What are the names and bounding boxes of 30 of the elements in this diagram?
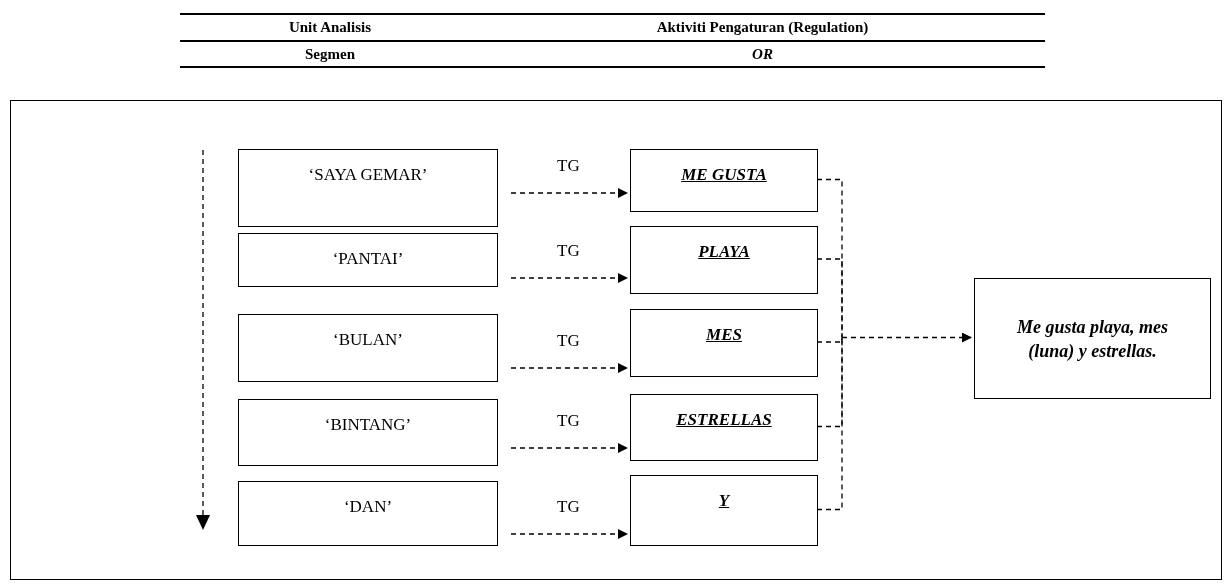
arrow xyxy=(510,188,628,198)
connector-line xyxy=(816,336,843,428)
table-cell-text: Segmen xyxy=(304,44,356,64)
word-box: ‘DAN’ xyxy=(238,481,498,546)
edge-label: TG xyxy=(555,412,582,429)
word-box: ‘BULAN’ xyxy=(238,314,498,382)
frame-box xyxy=(10,100,1222,580)
arrow xyxy=(841,332,972,343)
arrow xyxy=(510,273,628,283)
translation-box: Y xyxy=(630,475,818,546)
translation-box: ESTRELLAS xyxy=(630,394,818,461)
arrow xyxy=(510,363,628,373)
word-box: ‘SAYA GEMAR’ xyxy=(238,149,498,227)
result-box: Me gusta playa, mes (luna) y estrellas. xyxy=(974,278,1211,399)
arrow xyxy=(510,529,628,539)
word-box: ‘BINTANG’ xyxy=(238,399,498,466)
word-box: ‘PANTAI’ xyxy=(238,233,498,287)
arrow xyxy=(510,443,628,453)
translation-box: PLAYA xyxy=(630,226,818,294)
edge-label: TG xyxy=(555,498,582,515)
table-cell-text: Aktiviti Pengaturan (Regulation) xyxy=(655,18,870,37)
translation-box: ME GUSTA xyxy=(630,149,818,212)
table-cell-text: Unit Analisis xyxy=(287,18,373,37)
connector-line xyxy=(816,336,843,343)
edge-label: TG xyxy=(555,242,582,259)
connector-line xyxy=(816,258,843,339)
table-cell-text: OR xyxy=(751,44,774,64)
edge-label: TG xyxy=(555,157,582,174)
translation-box: MES xyxy=(630,309,818,377)
edge-label: TG xyxy=(555,332,582,349)
